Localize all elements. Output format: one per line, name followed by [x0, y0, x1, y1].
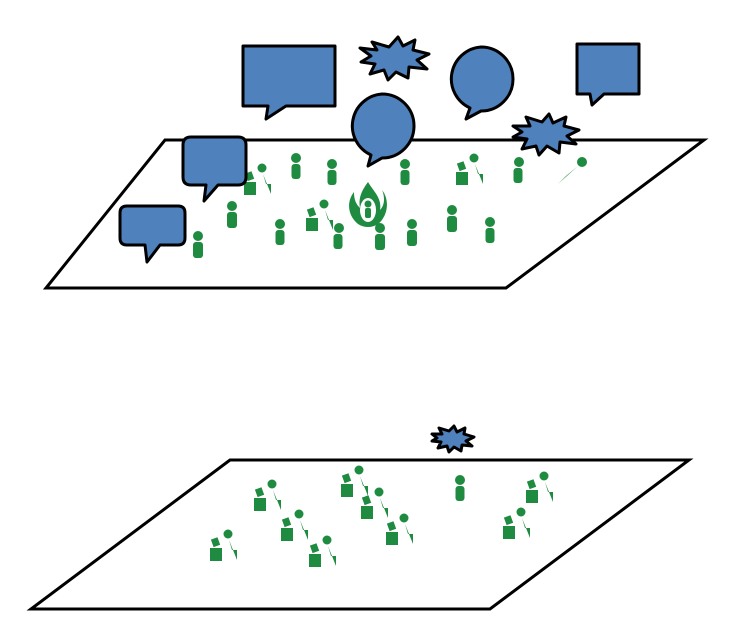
speech-bubble-rect — [118, 204, 187, 264]
burst-bubble — [358, 35, 431, 82]
bottom-scene — [26, 424, 694, 611]
top-scene — [42, 35, 709, 290]
speech-bubble-rect — [575, 42, 641, 107]
speech-bubble-round — [449, 45, 515, 121]
speech-bubble-rect — [241, 44, 337, 121]
burst-bubble — [511, 112, 581, 157]
bottom-floor-plane — [26, 458, 694, 611]
speech-bubble-round — [350, 92, 416, 168]
top-bubbles — [118, 35, 641, 264]
speech-bubble-rect — [181, 135, 248, 203]
burst-bubble — [430, 424, 476, 454]
